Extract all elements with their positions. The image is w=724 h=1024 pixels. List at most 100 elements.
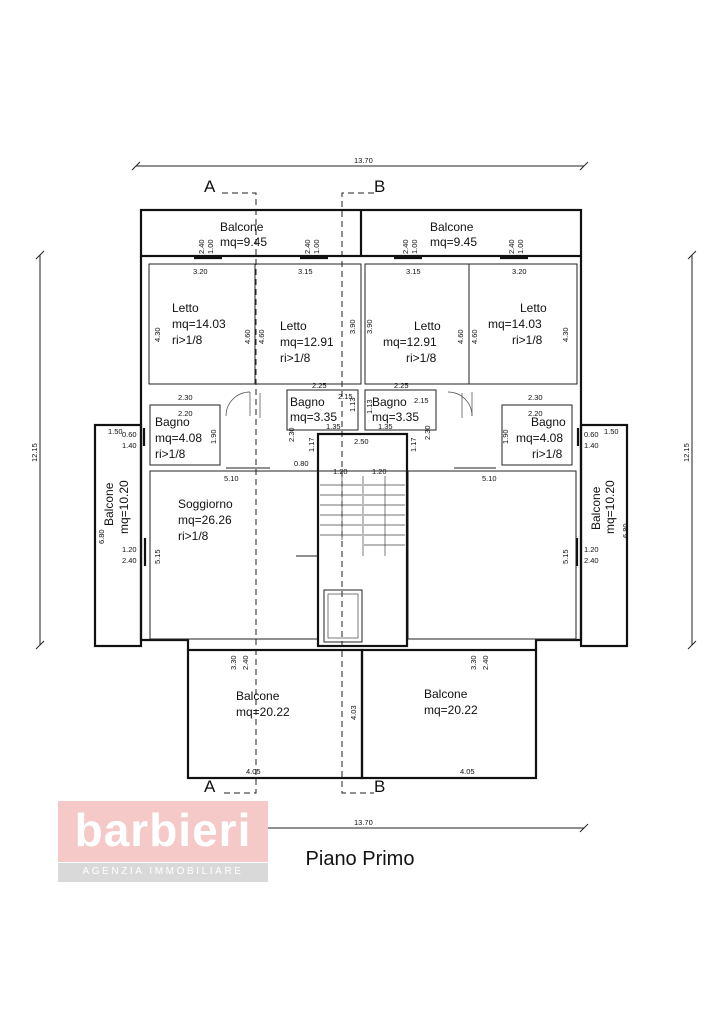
dim-330-left: 3.30 [229,655,238,670]
dim-150-right: 1.50 [604,427,619,436]
room-bagno-left-name: Bagno [155,415,190,429]
room-balcone-top-right-area: mq=9.45 [430,235,477,249]
plan-title: Piano Primo [305,848,415,870]
dim-230-door-left: 2.30 [287,427,296,442]
room-bagno-left-area: mq=4.08 [155,431,202,445]
dim-230-right: 2.30 [528,393,543,402]
room-letto-rl-name: Letto [414,319,441,333]
dim-100-d: 1.00 [516,239,525,254]
dim-240-right-win: 2.40 [584,556,599,565]
room-bagno-small-left-area: mq=3.35 [290,410,337,424]
section-a-top: A [204,177,216,196]
dim-220-left: 2.20 [178,409,193,418]
dim-135-right: 1.35 [378,422,393,431]
room-letto-rl-ratio: ri>1/8 [406,351,437,365]
dim-680-left: 6.80 [97,529,106,544]
dim-depth-left: 12.15 [30,443,39,462]
dim-225-left: 2.25 [312,381,327,390]
logo-tagline: AGENZIA IMMOBILIARE [82,866,244,877]
side-balconies [93,423,629,648]
dim-510-right: 5.10 [482,474,497,483]
dim-240-b: 2.40 [303,239,312,254]
dim-240-d: 2.40 [507,239,516,254]
dim-460-c: 4.60 [456,329,465,344]
room-letto-rr-name: Letto [520,301,547,315]
dim-405-right: 4.05 [460,767,475,776]
room-letto-ll-area: mq=14.03 [172,317,226,331]
logo-wordmark: barbieri [74,804,252,856]
room-balcone-side-left-name: Balcone [102,482,116,526]
room-bagno-right-name: Bagno [531,415,566,429]
room-soggiorno-name: Soggiorno [178,497,233,511]
dim-430-left: 4.30 [153,327,162,342]
top-balconies [139,208,583,258]
room-letto-lr-area: mq=12.91 [280,335,334,349]
dim-315-left: 3.15 [298,267,313,276]
room-balcone-top-left-area: mq=9.45 [220,235,267,249]
dim-113-left: 1.13 [348,397,357,412]
logo-tagline-bar: AGENZIA IMMOBILIARE [58,863,268,882]
section-a-bottom: A [204,777,216,796]
dim-430-right: 4.30 [561,327,570,342]
room-bagno-small-left-name: Bagno [290,395,325,409]
dimension-labels: 3.20 3.15 3.15 3.20 2.40 1.00 2.40 1.00 … [97,239,630,776]
dim-060-right: 0.60 [584,430,599,439]
section-b-bottom: B [374,777,385,796]
dim-120-stairs-left: 1.20 [333,467,348,476]
doors [225,391,496,469]
room-letto-lr-ratio: ri>1/8 [280,351,311,365]
stairs [296,476,405,557]
dim-117-left: 1.17 [307,437,316,452]
dim-320-left: 3.20 [193,267,208,276]
dim-390-right: 3.90 [365,319,374,334]
dim-515-left: 5.15 [153,549,162,564]
room-balcone-top-left-name: Balcone [220,220,264,234]
dim-215-left: 2.15 [338,392,353,401]
room-balcone-bottom-left-area: mq=20.22 [236,705,290,719]
dim-460-a: 4.60 [243,329,252,344]
room-soggiorno-ratio: ri>1/8 [178,529,209,543]
dim-320-right: 3.20 [512,267,527,276]
dim-680-right: 6.80 [621,523,630,538]
dim-230-door-right: 2.30 [423,425,432,440]
dim-100-c: 1.00 [410,239,419,254]
room-letto-ll-name: Letto [172,301,199,315]
dim-460-d: 4.60 [470,329,479,344]
dim-390-left: 3.90 [348,319,357,334]
dim-135-left: 1.35 [326,422,341,431]
dim-100-b: 1.00 [312,239,321,254]
dim-120-right: 1.20 [584,545,599,554]
room-balcone-bottom-right-area: mq=20.22 [424,703,478,717]
dim-150-left: 1.50 [108,427,123,436]
dim-240-c: 2.40 [401,239,410,254]
dim-405-left: 4.05 [246,767,261,776]
room-balcone-bottom-right-name: Balcone [424,687,468,701]
dim-120-left: 1.20 [122,545,137,554]
dim-403: 4.03 [349,705,358,720]
dim-117-right: 1.17 [409,437,418,452]
room-bagno-small-right-area: mq=3.35 [372,410,419,424]
dim-330-right: 3.30 [469,655,478,670]
dim-080: 0.80 [294,459,309,468]
dim-220-right: 2.20 [528,409,543,418]
dim-060-left: 0.60 [122,430,137,439]
room-balcone-side-left-area: mq=10.20 [117,480,131,534]
dim-515-right: 5.15 [561,549,570,564]
dim-230-left: 2.30 [178,393,193,402]
dim-120-stairs-right: 1.20 [372,467,387,476]
dim-240-bottom-right: 2.40 [481,655,490,670]
room-letto-rr-ratio: ri>1/8 [512,333,543,347]
room-balcone-side-right-area: mq=10.20 [603,480,617,534]
agency-logo: barbieri AGENZIA IMMOBILIARE [58,801,268,882]
dim-113-right: 1.13 [365,399,374,414]
room-balcone-side-right-name: Balcone [589,486,603,530]
room-soggiorno-area: mq=26.26 [178,513,232,527]
building-walls [139,256,583,650]
room-bagno-right-ratio: ri>1/8 [532,447,563,461]
room-balcone-bottom-left-name: Balcone [236,689,280,703]
bottom-balconies [186,648,538,780]
room-letto-lr-name: Letto [280,319,307,333]
dim-depth-right: 12.15 [682,443,691,462]
dim-240-bottom-left: 2.40 [241,655,250,670]
